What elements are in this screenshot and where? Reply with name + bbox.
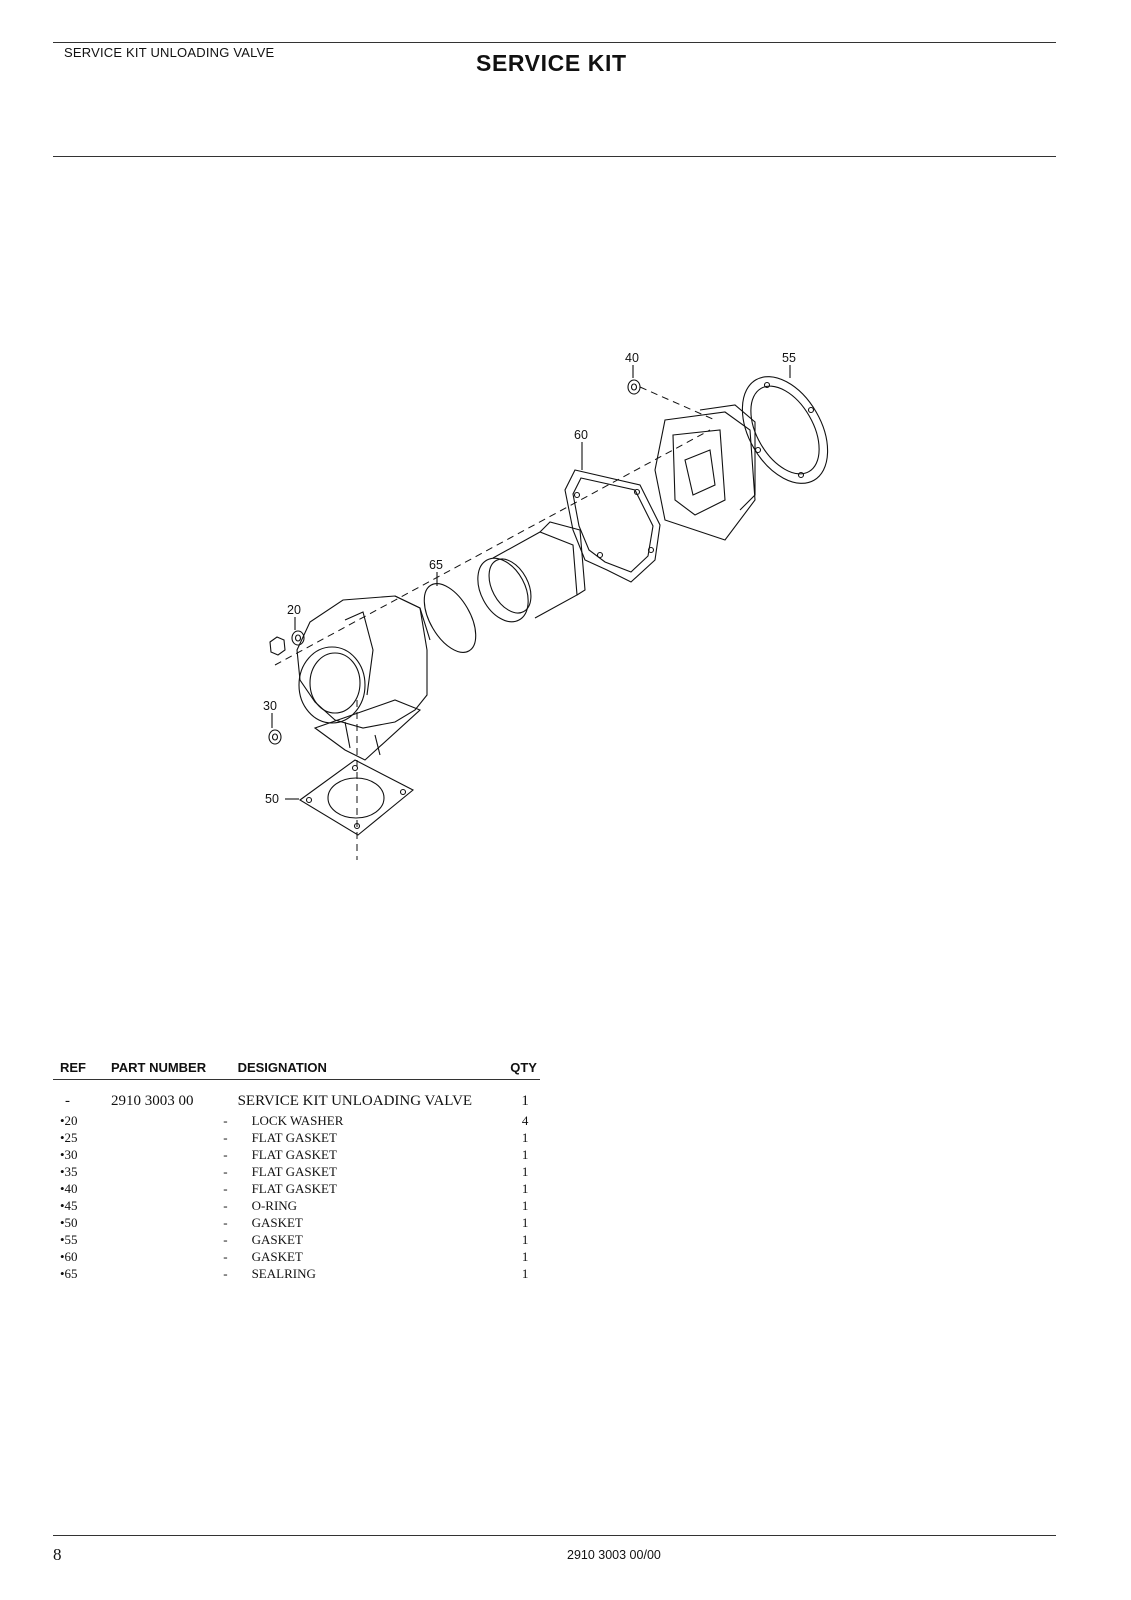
washer-40 [627,379,641,395]
kit-ref: - [65,1093,70,1109]
row-ref: •35 [60,1164,78,1179]
callout-40: 40 [625,351,639,365]
header-ref: REF [53,1060,112,1080]
o-ring-65 [423,583,477,653]
table-row: •35 - FLAT GASKET 1 [53,1163,540,1180]
callout-60: 60 [574,428,588,442]
table-row: •30 - FLAT GASKET 1 [53,1146,540,1163]
row-designation: GASKET [251,1232,303,1247]
table-header-row: REF PART NUMBER DESIGNATION QTY [53,1060,540,1080]
parts-table: REF PART NUMBER DESIGNATION QTY - 2910 3… [53,1060,540,1282]
row-qty: 1 [521,1232,529,1247]
header-part-number: PART NUMBER [111,1060,238,1080]
cylinder-sleeve [477,521,586,623]
row-ref: •30 [60,1147,78,1162]
row-qty: 1 [521,1198,529,1213]
row-designation: SEALRING [251,1266,316,1281]
header-top-rule [53,42,1056,43]
document-number: 2910 3003 00/00 [567,1548,661,1562]
row-qty: 1 [521,1266,529,1281]
row-part-number: - [223,1266,228,1281]
row-ref: •50 [60,1215,78,1230]
table-row: •55 - GASKET 1 [53,1231,540,1248]
lock-washer-20 [269,630,305,656]
callout-55: 55 [782,351,796,365]
kit-qty: 1 [521,1093,529,1109]
row-qty: 1 [521,1249,529,1264]
table-row: •45 - O-RING 1 [53,1197,540,1214]
kit-designation: SERVICE KIT UNLOADING VALVE [237,1093,473,1109]
row-ref: •45 [60,1198,78,1213]
row-part-number: - [223,1147,228,1162]
row-designation: FLAT GASKET [251,1130,337,1145]
row-designation: O-RING [251,1198,298,1213]
kit-part-number: 2910 3003 00 [111,1093,194,1109]
row-part-number: - [223,1198,228,1213]
callout-20: 20 [287,603,301,617]
table-row: •40 - FLAT GASKET 1 [53,1180,540,1197]
page-title: SERVICE KIT [476,50,627,76]
row-part-number: - [223,1164,228,1179]
footer-rule [53,1535,1056,1536]
axis-line [639,386,716,421]
row-part-number: - [223,1249,228,1264]
row-qty: 1 [521,1181,529,1196]
row-qty: 1 [521,1130,529,1145]
header-bottom-rule [53,156,1056,157]
row-part-number: - [223,1215,228,1230]
row-designation: GASKET [251,1249,303,1264]
row-ref: •20 [60,1113,78,1128]
header-designation: DESIGNATION [237,1060,511,1080]
exploded-view-diagram: 40 55 60 65 20 30 50 [263,351,829,860]
row-ref: •60 [60,1249,78,1264]
row-designation: LOCK WASHER [251,1113,344,1128]
callout-65: 65 [429,558,443,572]
row-designation: FLAT GASKET [251,1147,337,1162]
row-qty: 1 [521,1215,529,1230]
callout-30: 30 [263,699,277,713]
valve-housing [296,595,431,761]
table-row: •25 - FLAT GASKET 1 [53,1129,540,1146]
row-qty: 1 [521,1164,529,1179]
callout-50: 50 [265,792,279,806]
row-qty: 1 [521,1147,529,1162]
gasket-60 [564,469,661,583]
table-row: •60 - GASKET 1 [53,1248,540,1265]
section-heading: SERVICE KIT UNLOADING VALVE [64,45,275,60]
row-qty: 4 [521,1113,529,1128]
kit-row: - 2910 3003 00 SERVICE KIT UNLOADING VAL… [53,1080,540,1113]
row-part-number: - [223,1232,228,1247]
row-designation: FLAT GASKET [251,1181,337,1196]
row-part-number: - [223,1130,228,1145]
table-row: •65 - SEALRING 1 [53,1265,540,1282]
gasket-50 [299,759,414,836]
row-designation: GASKET [251,1215,303,1230]
row-part-number: - [223,1181,228,1196]
axis-line [274,429,711,666]
row-ref: •65 [60,1266,78,1281]
row-part-number: - [223,1113,228,1128]
row-designation: FLAT GASKET [251,1164,337,1179]
row-ref: •40 [60,1181,78,1196]
page-number: 8 [53,1545,62,1564]
header-qty: QTY [510,1060,540,1080]
row-ref: •25 [60,1130,78,1145]
table-row: •20 - LOCK WASHER 4 [53,1112,540,1129]
gasket-55 [741,376,829,484]
washer-30 [268,729,282,745]
table-row: •50 - GASKET 1 [53,1214,540,1231]
cover-flange [654,404,756,541]
row-ref: •55 [60,1232,78,1247]
